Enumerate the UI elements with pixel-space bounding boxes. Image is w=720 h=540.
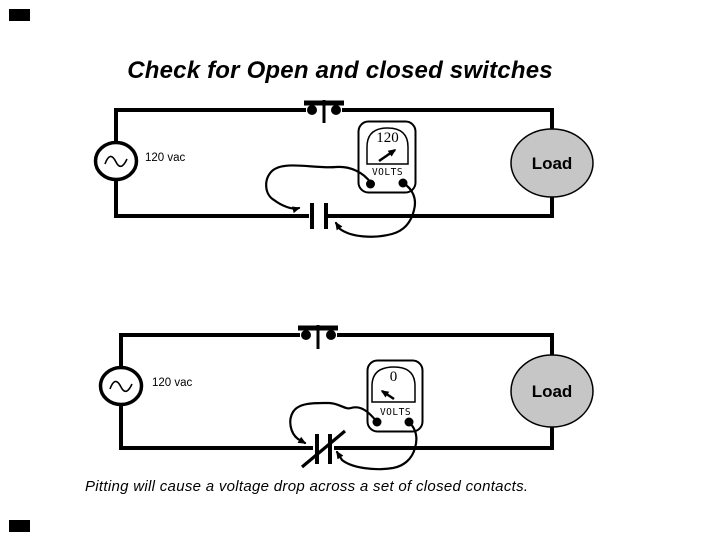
- corner-artifact-bottom-left: [9, 520, 30, 532]
- wire: [114, 108, 306, 144]
- load-label: Load: [531, 382, 573, 401]
- load-label: Load: [531, 154, 573, 173]
- caption: Pitting will cause a voltage drop across…: [85, 478, 529, 495]
- load-shape: [510, 128, 594, 198]
- source-voltage-label: 120 vac: [145, 152, 186, 164]
- corner-artifact-top-left: [9, 9, 30, 21]
- circuit-diagram-open-switch: [93, 100, 594, 238]
- sine-wave-icon: [104, 155, 128, 168]
- test-lead-right: [335, 420, 418, 471]
- wire: [328, 197, 554, 218]
- meter-needle-icon: [378, 148, 397, 163]
- ac-source: [98, 365, 144, 407]
- probe-dot: [366, 179, 375, 189]
- slide-title: Check for Open and closed switches: [127, 57, 553, 84]
- sine-wave-icon: [109, 380, 133, 393]
- closed-switch-icon: [298, 325, 338, 349]
- voltmeter: [357, 120, 417, 194]
- source-voltage-label: 120 vac: [152, 377, 193, 389]
- circuit-diagram-closed-switch: [98, 325, 594, 471]
- ac-source: [93, 140, 139, 182]
- voltmeter: [366, 359, 424, 433]
- wire: [342, 108, 554, 129]
- meter-reading: 0: [389, 369, 398, 385]
- closed-switch-icon: [304, 100, 344, 123]
- test-lead-left: [265, 164, 373, 214]
- wire: [119, 404, 313, 450]
- pitted-closed-contacts-icon: [300, 429, 347, 469]
- meter-unit-label: VOLTS: [371, 167, 404, 178]
- wire: [337, 333, 554, 355]
- wire: [334, 427, 554, 450]
- meter-needle-icon: [380, 389, 395, 401]
- meter-reading: 120: [376, 130, 399, 146]
- wire: [114, 179, 309, 218]
- meter-unit-label: VOLTS: [379, 407, 412, 418]
- wire: [119, 333, 300, 368]
- meter-dial: [366, 127, 409, 165]
- open-contacts-icon: [310, 203, 328, 229]
- test-lead-left: [289, 401, 379, 445]
- load-shape: [510, 354, 594, 428]
- test-lead-right: [334, 181, 417, 238]
